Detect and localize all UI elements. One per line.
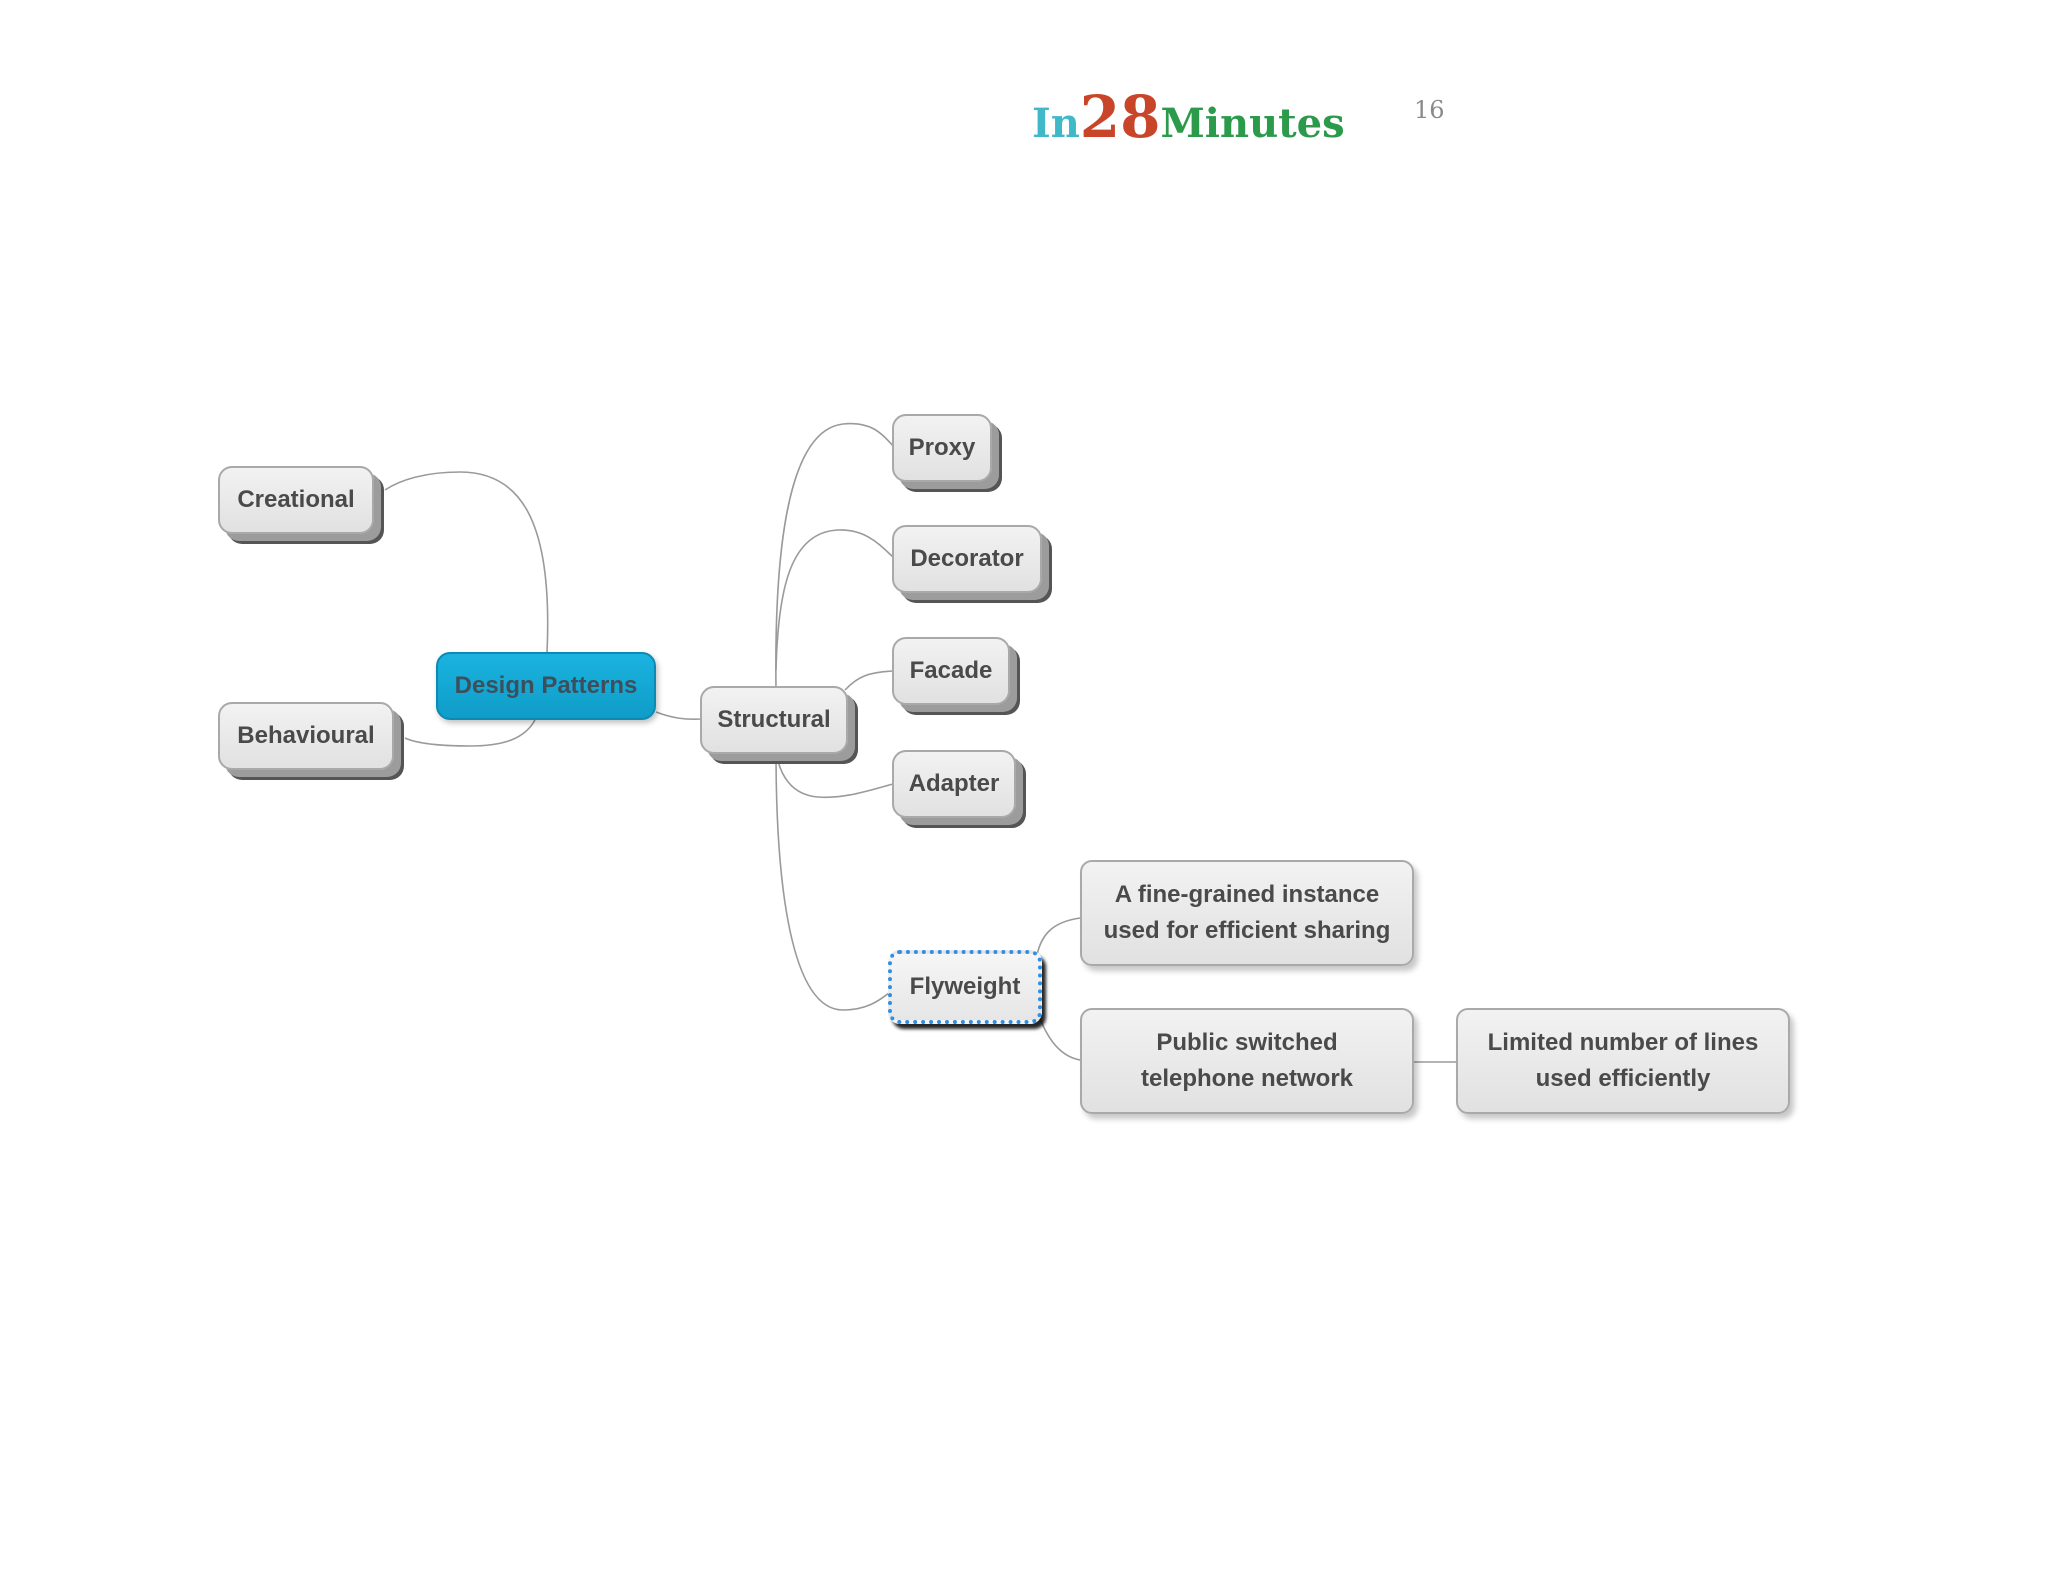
- connector-structural-proxy: [775, 422, 894, 691]
- connector-structural-facade: [844, 670, 894, 691]
- connector-root-behavioural: [404, 719, 536, 747]
- connector-flyweight-definition: [1035, 917, 1081, 961]
- connector-structural-decorator: [775, 529, 894, 671]
- node-facade[interactable]: Facade: [892, 637, 1010, 705]
- connector-flyweight-example: [1035, 1007, 1081, 1061]
- note-flyweight-definition[interactable]: A fine-grained instance used for efficie…: [1080, 860, 1414, 966]
- node-proxy[interactable]: Proxy: [892, 414, 992, 482]
- connector-root-structural: [655, 711, 703, 721]
- node-creational[interactable]: Creational: [218, 466, 374, 534]
- node-structural[interactable]: Structural: [700, 686, 848, 754]
- node-design-patterns[interactable]: Design Patterns: [436, 652, 656, 720]
- note-example-detail[interactable]: Limited number of lines used efficiently: [1456, 1008, 1790, 1114]
- brand-logo: In28Minutes: [1032, 88, 1345, 148]
- node-adapter[interactable]: Adapter: [892, 750, 1016, 818]
- brand-logo-28: 28: [1079, 83, 1161, 151]
- brand-logo-in: In: [1032, 100, 1080, 147]
- page-number: 16: [1414, 96, 1445, 124]
- connector-structural-flyweight: [775, 751, 894, 1011]
- node-flyweight[interactable]: Flyweight: [888, 950, 1042, 1024]
- brand-logo-minutes: Minutes: [1160, 100, 1345, 147]
- node-decorator[interactable]: Decorator: [892, 525, 1042, 593]
- note-flyweight-example[interactable]: Public switched telephone network: [1080, 1008, 1414, 1114]
- node-behavioural[interactable]: Behavioural: [218, 702, 394, 770]
- connector-structural-adapter: [775, 751, 894, 799]
- connector-root-creational: [384, 471, 549, 653]
